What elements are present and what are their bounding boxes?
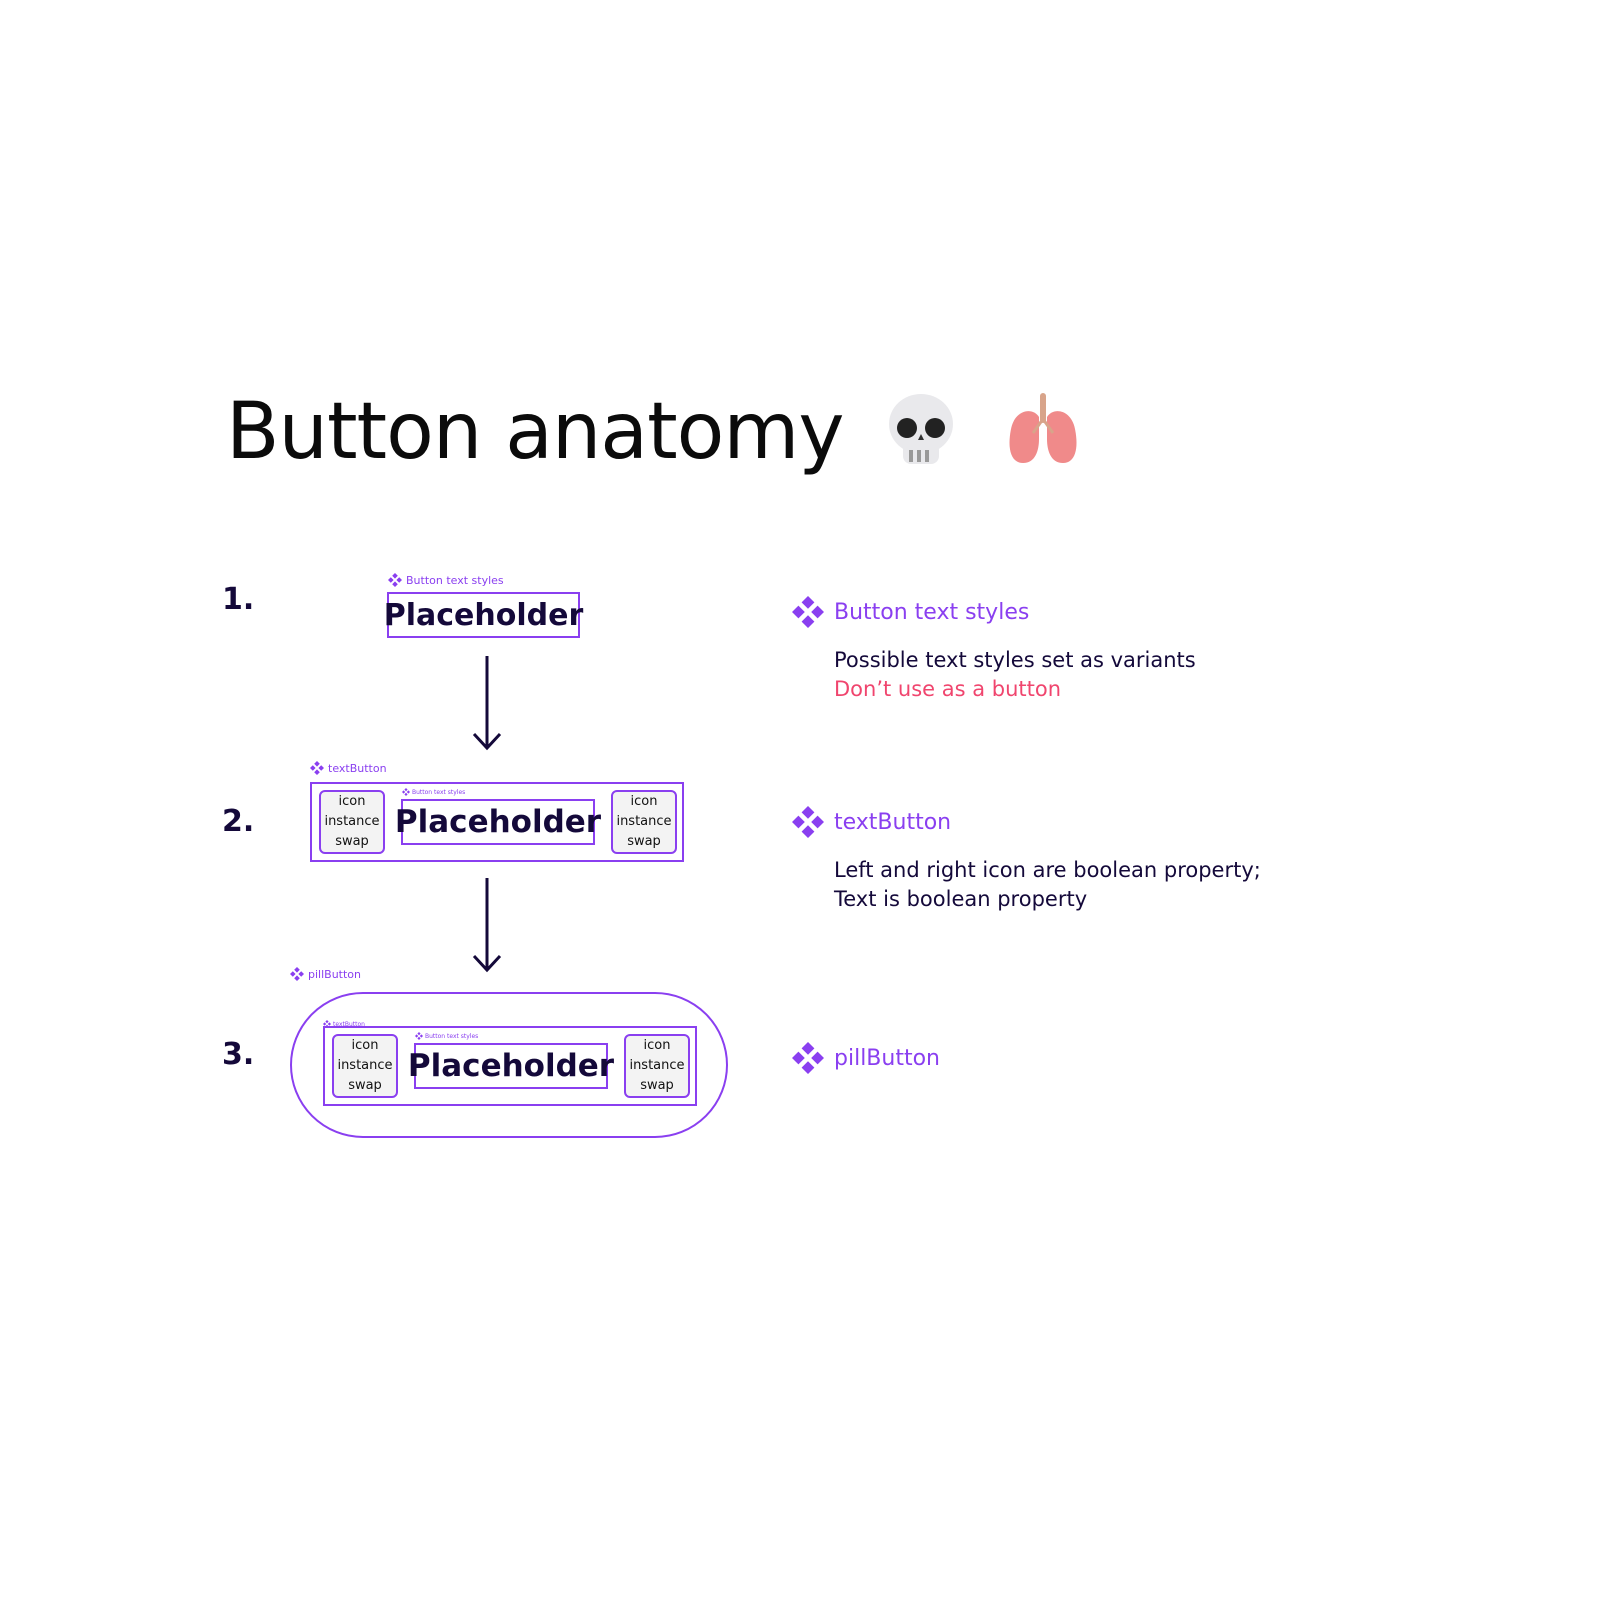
icon-swap-line: swap [627, 834, 661, 849]
inner-component-label-text: Button text styles [412, 788, 466, 796]
placeholder-text: Placeholder [407, 1048, 615, 1084]
lungs-emoji-icon [1003, 393, 1083, 480]
icon-swap-line: icon [351, 1038, 379, 1053]
icon-swap-line: icon [338, 794, 366, 809]
component-label-text: pillButton [308, 967, 361, 981]
text-style-frame[interactable]: Placeholder [395, 799, 601, 845]
innermost-component-label-text: Button text styles [425, 1032, 479, 1040]
component-label: pillButton [290, 967, 361, 981]
text-button-frame[interactable]: icon instance swap Button text styles Pl… [310, 782, 684, 862]
component-icon [792, 1042, 824, 1074]
right-icon-swap[interactable]: icon instance swap [624, 1034, 690, 1098]
description-title-text: Button text styles [834, 599, 1030, 625]
description-title: textButton [792, 806, 951, 838]
component-icon [402, 788, 410, 796]
page-title: Button anatomy [226, 392, 1083, 481]
inner-component-label-text: textButton [333, 1020, 365, 1028]
description-title: pillButton [792, 1042, 940, 1074]
description-title-text: textButton [834, 809, 952, 835]
component-icon [415, 1032, 423, 1040]
component-icon [792, 806, 824, 838]
component-label: textButton [310, 761, 387, 775]
icon-swap-line: instance [337, 1058, 393, 1073]
left-icon-swap[interactable]: icon instance swap [332, 1034, 398, 1098]
component-icon [290, 967, 304, 981]
icon-swap-line: swap [335, 834, 369, 849]
step-number: 2. [222, 804, 255, 839]
description-title-text: pillButton [834, 1045, 940, 1071]
title-text: Button anatomy [226, 386, 845, 477]
description-line: Text is boolean property [834, 887, 1088, 911]
icon-swap-line: instance [629, 1058, 685, 1073]
icon-swap-line: icon [643, 1038, 671, 1053]
step-number: 1. [222, 582, 255, 617]
placeholder-text: Placeholder [394, 804, 602, 840]
description-title: Button text styles [792, 596, 1029, 628]
skull-emoji-icon [885, 392, 957, 481]
arrow-down-icon [472, 656, 502, 751]
component-label: Button text styles [388, 573, 504, 587]
pill-button-frame[interactable]: textButton icon instance swap Button tex… [290, 992, 728, 1138]
inner-component-label: Button text styles [402, 788, 465, 796]
description-body: Possible text styles set as variants Don… [834, 646, 1196, 704]
description-body: Left and right icon are boolean property… [834, 856, 1261, 914]
right-icon-swap[interactable]: icon instance swap [611, 790, 677, 854]
left-icon-swap[interactable]: icon instance swap [319, 790, 385, 854]
icon-swap-line: swap [348, 1078, 382, 1093]
arrow-down-icon [472, 878, 502, 973]
text-style-frame[interactable]: Placeholder [408, 1043, 614, 1089]
step-number: 3. [222, 1037, 255, 1072]
description-line: Possible text styles set as variants [834, 648, 1196, 672]
innermost-component-label: Button text styles [415, 1032, 478, 1040]
description-line: Left and right icon are boolean property… [834, 858, 1261, 882]
text-style-frame[interactable]: Placeholder [384, 592, 583, 638]
component-label-text: textButton [328, 761, 387, 775]
icon-swap-line: swap [640, 1078, 674, 1093]
description-warning: Don’t use as a button [834, 677, 1062, 701]
component-icon [792, 596, 824, 628]
component-icon [310, 761, 324, 775]
component-label-text: Button text styles [406, 573, 504, 587]
component-icon [388, 573, 402, 587]
icon-swap-line: icon [630, 794, 658, 809]
placeholder-text: Placeholder [383, 597, 584, 633]
text-button-frame[interactable]: icon instance swap Button text styles Pl… [323, 1026, 697, 1106]
icon-swap-line: instance [616, 814, 672, 829]
icon-swap-line: instance [324, 814, 380, 829]
